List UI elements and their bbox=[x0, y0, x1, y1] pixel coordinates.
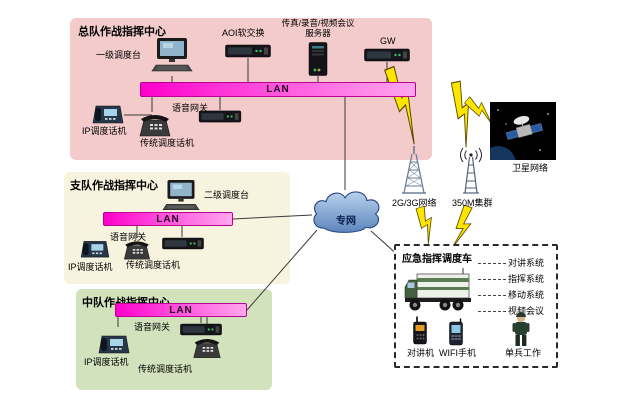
detachment-lan-bar: LAN bbox=[103, 212, 233, 226]
leader-line bbox=[478, 263, 506, 264]
emergency-vehicle-zone: 应急指挥调度车 对讲系统 指挥系统 移动系统 视频会议 bbox=[394, 244, 558, 368]
walkie-talkie-icon bbox=[413, 316, 427, 345]
detachment-zone: 支队作战指挥中心 二级调度台 LAN 语音网关 IP调度话机 传统调度话机 bbox=[64, 172, 290, 284]
vehicle-system-mobile: 移动系统 bbox=[508, 290, 545, 300]
squadron-legacy-phone-label: 传统调度话机 bbox=[138, 364, 193, 374]
trunking-network-label: 350M集群 bbox=[452, 198, 493, 208]
soldier-label: 单兵工作 bbox=[505, 348, 542, 358]
private-network-cloud: 专网 bbox=[308, 186, 384, 240]
detachment-console-label: 二级调度台 bbox=[204, 190, 250, 200]
desk-phone-icon bbox=[139, 114, 171, 137]
radio-label: 对讲机 bbox=[407, 348, 435, 358]
vehicle-system-command: 指挥系统 bbox=[508, 274, 545, 284]
desk-phone-icon bbox=[123, 240, 151, 260]
gateway-icon bbox=[364, 48, 410, 62]
detachment-zone-title: 支队作战指挥中心 bbox=[70, 180, 158, 192]
ip-phone-icon bbox=[98, 335, 130, 354]
detachment-voice-gateway-label: 语音网关 bbox=[110, 232, 147, 242]
squadron-zone: 中队作战指挥中心 LAN 语音网关 IP调度话机 传统调度话机 bbox=[76, 289, 272, 390]
network-cloud-icon bbox=[313, 191, 380, 233]
satellite-network-label: 卫星网络 bbox=[512, 163, 549, 173]
desk-phone-icon bbox=[193, 338, 221, 359]
leader-line bbox=[478, 295, 506, 296]
gateway-icon bbox=[198, 110, 242, 123]
server-tower-icon bbox=[308, 42, 328, 76]
hq-ip-phone-label: IP调度话机 bbox=[82, 126, 127, 136]
trunking-antenna-icon bbox=[460, 147, 482, 194]
dispatch-console-icon bbox=[162, 180, 200, 210]
wifi-handset-icon bbox=[449, 318, 463, 346]
vehicle-title: 应急指挥调度车 bbox=[402, 254, 472, 265]
detachment-legacy-phone-label: 传统调度话机 bbox=[126, 260, 181, 270]
vehicle-system-intercom: 对讲系统 bbox=[508, 258, 545, 268]
squadron-ip-phone-label: IP调度话机 bbox=[84, 357, 129, 367]
leader-line bbox=[478, 311, 506, 312]
hq-zone: 总队作战指挥中心 一级调度台 AOI软交换 传真/录音/视频会议 服务器 GW … bbox=[70, 18, 432, 160]
hq-media-server-label: 传真/录音/视频会议 服务器 bbox=[281, 18, 355, 38]
soldier-icon bbox=[512, 312, 530, 346]
private-network-label: 专网 bbox=[336, 215, 356, 227]
squadron-voice-gateway-label: 语音网关 bbox=[134, 322, 171, 332]
rack-switch-icon bbox=[225, 44, 271, 58]
vehicle-system-video: 视频会议 bbox=[508, 306, 545, 316]
wifi-phone-label: WIFI手机 bbox=[439, 348, 476, 358]
command-vehicle-icon bbox=[404, 268, 471, 311]
hq-console-label: 一级调度台 bbox=[96, 50, 142, 60]
hq-zone-title: 总队作战指挥中心 bbox=[78, 26, 166, 38]
ip-phone-icon bbox=[92, 105, 124, 124]
hq-softswitch-label: AOI软交换 bbox=[222, 28, 265, 38]
cellular-network-label: 2G/3G网络 bbox=[392, 198, 437, 208]
hq-voice-gateway-label: 语音网关 bbox=[172, 103, 209, 113]
squadron-lan-bar: LAN bbox=[115, 303, 247, 317]
ip-phone-icon bbox=[80, 240, 110, 258]
hq-legacy-phone-label: 传统调度话机 bbox=[140, 138, 195, 148]
hq-gw-label: GW bbox=[380, 36, 396, 46]
detachment-ip-phone-label: IP调度话机 bbox=[68, 262, 113, 272]
leader-line bbox=[478, 279, 506, 280]
gateway-icon bbox=[162, 237, 204, 250]
satellite-icon bbox=[490, 102, 556, 160]
cell-tower-icon bbox=[402, 146, 426, 194]
dispatch-console-icon bbox=[151, 38, 193, 72]
hq-lan-bar: LAN bbox=[140, 82, 416, 97]
